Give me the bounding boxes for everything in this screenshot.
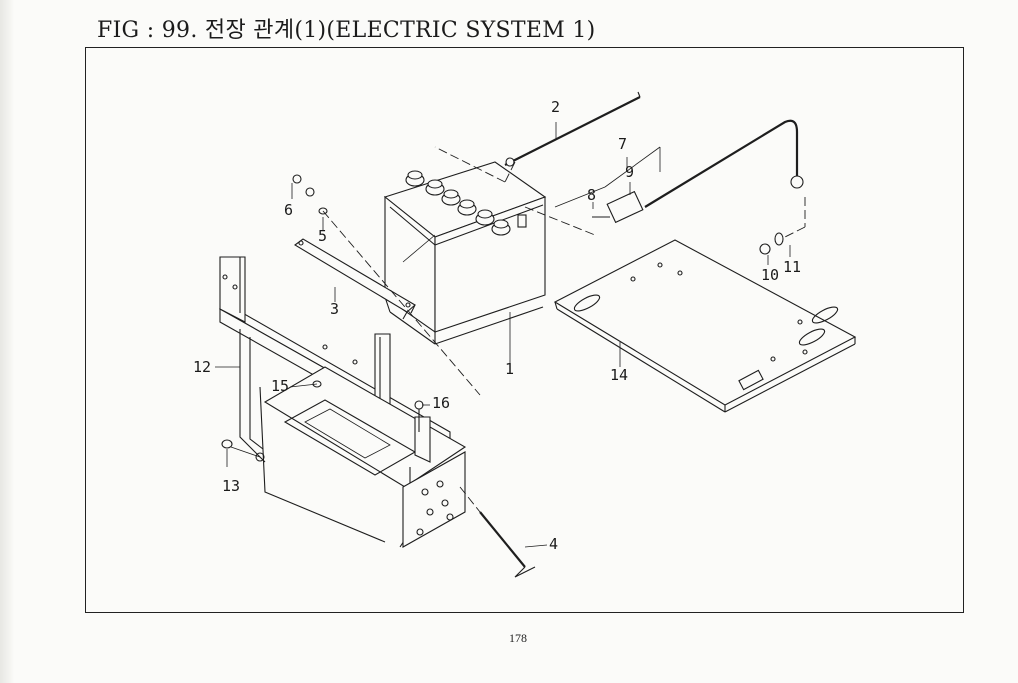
cable-2 bbox=[434, 91, 641, 183]
callout-15: 15 bbox=[271, 377, 290, 395]
callout-4: 4 bbox=[549, 535, 559, 553]
hook-bolt-4 bbox=[459, 486, 536, 578]
callout-7: 7 bbox=[618, 135, 628, 153]
battery-tray-frame-12 bbox=[218, 256, 467, 548]
callout-10: 10 bbox=[761, 266, 780, 284]
callout-2: 2 bbox=[551, 98, 561, 116]
callout-8: 8 bbox=[587, 186, 597, 204]
callout-16: 16 bbox=[432, 394, 451, 412]
cover-plate-14 bbox=[553, 239, 857, 413]
callout-14: 14 bbox=[610, 366, 629, 384]
hold-down-bar-3 bbox=[294, 238, 416, 320]
battery-caps bbox=[405, 170, 527, 236]
figure-title: FIG : 99. 전장 관계(1)(ELECTRIC SYSTEM 1) bbox=[97, 18, 596, 43]
battery-drawing bbox=[383, 161, 547, 345]
cable-7 bbox=[524, 119, 806, 243]
nut-washer-10-11 bbox=[759, 232, 784, 255]
callout-9: 9 bbox=[625, 163, 635, 181]
figure-frame bbox=[85, 47, 964, 613]
bolt-13 bbox=[221, 439, 261, 458]
callout-11: 11 bbox=[783, 258, 802, 276]
callout-3: 3 bbox=[330, 300, 340, 318]
callout-5: 5 bbox=[318, 227, 328, 245]
exploded-parts-diagram bbox=[215, 91, 857, 578]
leader-lines bbox=[215, 122, 791, 548]
page-number: 178 bbox=[509, 631, 527, 645]
callout-12: 12 bbox=[193, 358, 212, 376]
callout-6: 6 bbox=[284, 201, 294, 219]
callout-1: 1 bbox=[505, 360, 515, 378]
binder-edge bbox=[0, 0, 14, 683]
callout-13: 13 bbox=[222, 477, 241, 495]
nut-washer-5-6 bbox=[292, 174, 481, 396]
